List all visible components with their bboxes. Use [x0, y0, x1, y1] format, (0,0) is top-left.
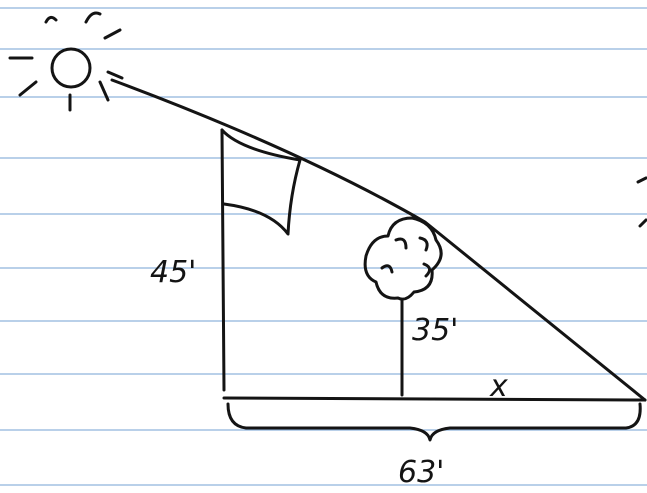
tree-icon: [363, 216, 443, 397]
paper-rules: [0, 7, 647, 486]
pole-height-label: 45': [150, 255, 196, 290]
ground-line: [222, 396, 647, 402]
sun-ray-line: [110, 78, 647, 402]
unknown-distance-label: x: [489, 369, 508, 404]
ground-brace: [226, 402, 642, 442]
flag: [220, 128, 302, 236]
tree-height-label: 35': [412, 313, 458, 348]
sun-icon: [8, 11, 124, 112]
edge-mark: [636, 176, 647, 228]
pole: [220, 128, 226, 392]
ground-length-label: 63': [398, 455, 444, 490]
